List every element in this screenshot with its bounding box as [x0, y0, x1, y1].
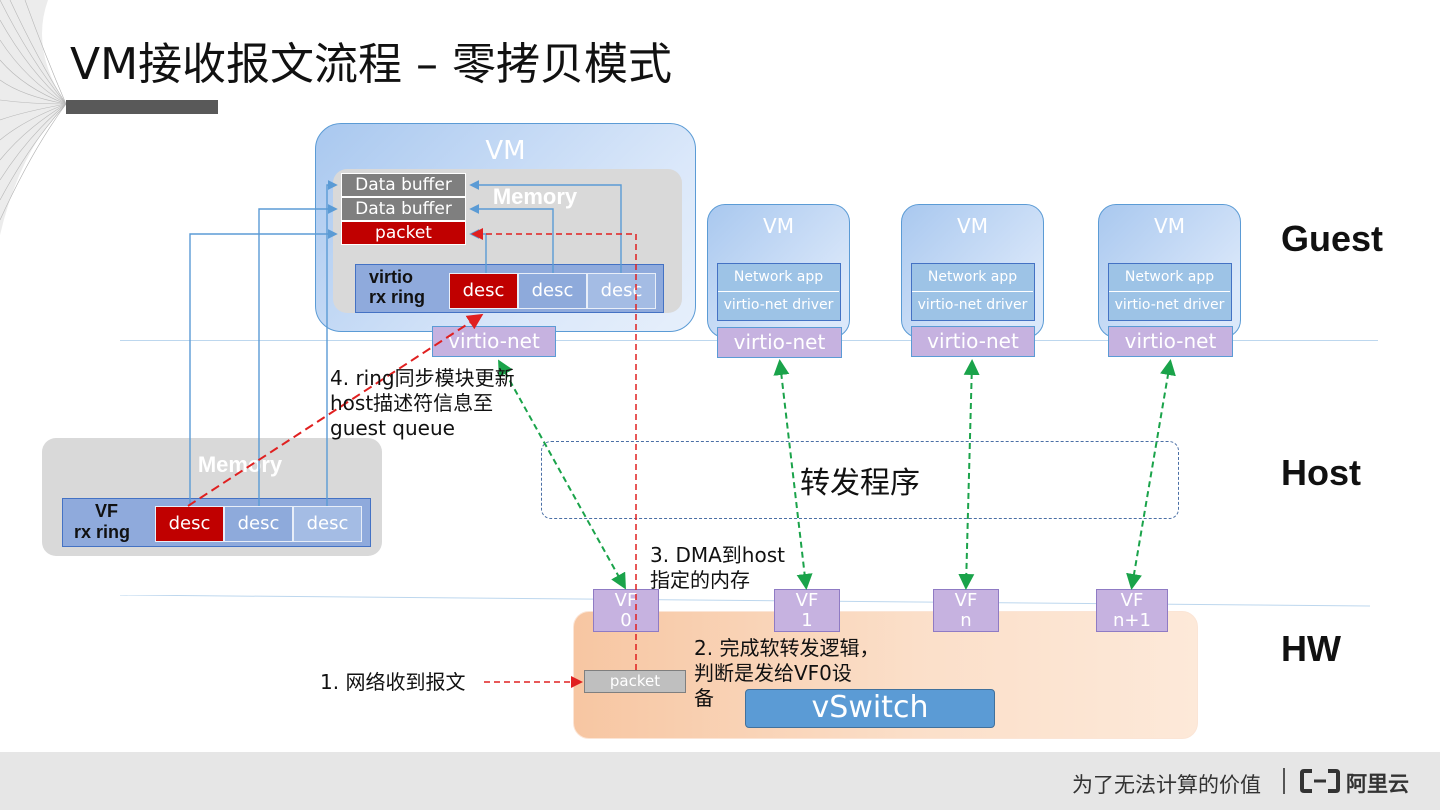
packet-buffer: packet	[341, 221, 466, 245]
vf-1: VF 1	[774, 589, 840, 632]
vf-rx-ring-label-2: rx ring	[74, 522, 131, 542]
vswitch: vSwitch	[745, 689, 995, 728]
vf-0-line2: 0	[620, 610, 632, 631]
forwarder-label: 转发程序	[800, 466, 920, 501]
vm-1-driver: virtio-net driver	[723, 297, 834, 313]
vf1-link	[773, 359, 813, 590]
zone-label-hw: HW	[1281, 628, 1341, 669]
vm-2-network-app: Network app	[927, 269, 1018, 285]
step2-line3: 备	[694, 686, 714, 710]
step2-line1: 2. 完成软转发逻辑，	[694, 636, 880, 660]
vm-memory-label: Memory	[492, 184, 578, 209]
vf-desc-2: desc	[224, 506, 293, 542]
footer-brand: 阿里云	[1346, 772, 1409, 796]
vm-1-app-box	[717, 263, 841, 321]
vf-0-line1: VF	[614, 590, 638, 611]
vm-3-network-app: Network app	[1124, 269, 1215, 285]
vm-3-label: VM	[1154, 214, 1185, 238]
footer	[0, 752, 1440, 810]
title-underline	[66, 100, 218, 114]
footer-separator	[1283, 768, 1285, 794]
footer-slogan: 为了无法计算的价值	[1072, 773, 1261, 797]
virtio-desc-1-link	[469, 229, 487, 273]
data-buffer-2: Data buffer	[341, 197, 466, 221]
vm-main-label: VM	[485, 136, 526, 166]
vm-1-virtio-net: virtio-net	[717, 327, 842, 358]
hw-packet: packet	[584, 670, 686, 693]
vm-2-app-box	[911, 263, 1035, 321]
step2-note: 2. 完成软转发逻辑， 判断是发给VF0设 备	[694, 636, 879, 711]
aliyun-logo-icon	[1300, 768, 1342, 794]
step4-line2: host描述符信息至	[330, 391, 494, 415]
vf-0: VF 0	[593, 589, 659, 632]
virtio-desc-3: desc	[587, 273, 656, 309]
zone-label-host: Host	[1281, 452, 1361, 493]
vf-desc-3: desc	[293, 506, 362, 542]
virtio-rx-ring-label-1: virtio	[369, 267, 414, 287]
vf-n-plus-1-line2: n+1	[1113, 610, 1151, 631]
vf-desc-1-link	[189, 229, 338, 506]
vf-rx-ring-label-1: VF	[95, 501, 119, 521]
vfn-link	[958, 359, 980, 590]
page-title: VM接收报文流程 – 零拷贝模式	[70, 39, 673, 90]
vf-1-line1: VF	[795, 590, 819, 611]
vf-desc-3-link	[326, 180, 338, 506]
virtio-rx-ring-label-2: rx ring	[369, 287, 426, 307]
virtio-desc-1: desc	[449, 273, 518, 309]
vf-n-plus-1-line1: VF	[1120, 590, 1144, 611]
step2-line2: 判断是发给VF0设	[694, 661, 852, 685]
step3-line2: 指定的内存	[650, 568, 750, 592]
vf-desc-2-link	[258, 204, 338, 506]
zone-label-guest: Guest	[1281, 218, 1384, 259]
step3-note: 3. DMA到host 指定的内存	[650, 543, 785, 593]
virtio-desc-2-link	[469, 204, 554, 273]
virtio-desc-3-link	[469, 180, 622, 273]
vm-3-separator	[1109, 291, 1230, 292]
vm-1-separator	[718, 291, 839, 292]
dma-to-packet-arrow	[471, 228, 637, 670]
vm-1-label: VM	[763, 214, 794, 238]
vfn1-link	[1126, 359, 1176, 590]
vm-3-virtio-net: virtio-net	[1108, 326, 1233, 357]
ring-sync-arrow	[187, 313, 484, 507]
vm-2-separator	[912, 291, 1033, 292]
step1-note: 1. 网络收到报文	[320, 670, 466, 694]
vm-2-virtio-net: virtio-net	[911, 326, 1035, 357]
vf-n: VF n	[933, 589, 999, 632]
vm-2-label: VM	[957, 214, 988, 238]
step4-note: 4. ring同步模块更新 host描述符信息至 guest queue	[330, 366, 515, 441]
virtio-desc-2: desc	[518, 273, 587, 309]
data-buffer-1: Data buffer	[341, 173, 466, 197]
vm-3-driver: virtio-net driver	[1114, 297, 1225, 313]
vf-n-plus-1: VF n+1	[1096, 589, 1168, 632]
vf-n-line2: n	[960, 610, 972, 631]
vm-3-app-box	[1108, 263, 1232, 321]
vf-n-line1: VF	[954, 590, 978, 611]
step3-line1: 3. DMA到host	[650, 543, 785, 567]
vm-2-driver: virtio-net driver	[917, 297, 1028, 313]
vm-main-virtio-net: virtio-net	[432, 326, 556, 357]
vm-1-network-app: Network app	[733, 269, 824, 285]
vf0-link	[498, 359, 626, 590]
vf-desc-1: desc	[155, 506, 224, 542]
step4-line1: 4. ring同步模块更新	[330, 366, 515, 390]
vf-1-line2: 1	[801, 610, 813, 631]
step4-line3: guest queue	[330, 416, 455, 440]
